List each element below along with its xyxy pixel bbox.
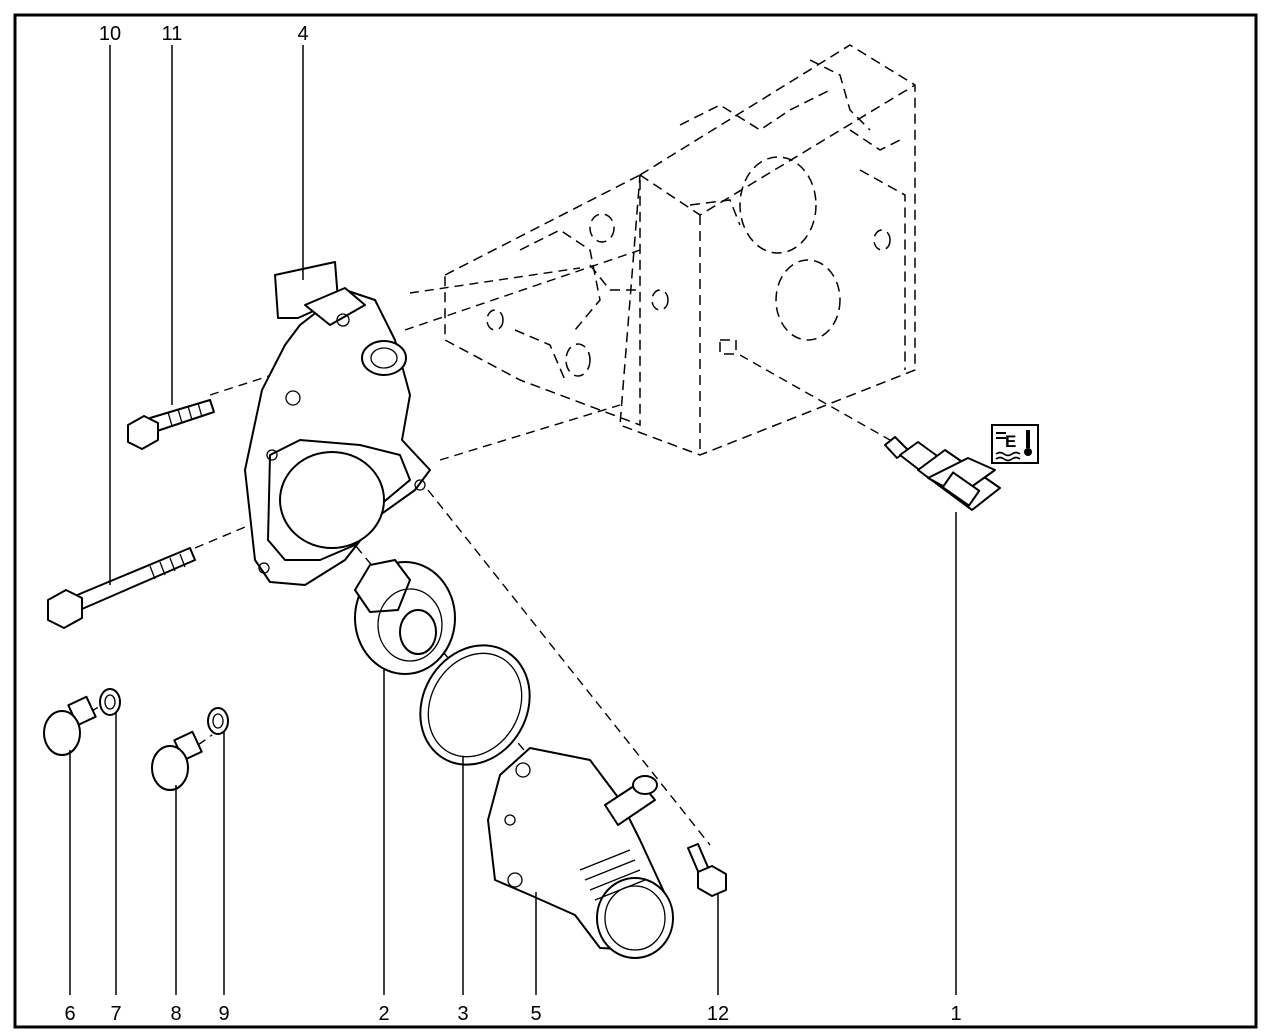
part-5-water-outlet [487, 747, 674, 959]
callout-12: 12 [707, 1003, 729, 1025]
part-3-seal [419, 644, 531, 766]
part-9-washer [207, 707, 229, 735]
callouts-top: 10 11 4 [99, 23, 309, 45]
callout-4: 4 [297, 23, 308, 45]
part-10-bolt [47, 547, 196, 629]
part-6-plug [43, 695, 97, 756]
part-7-washer [99, 688, 121, 716]
part-2-thermostat [354, 559, 456, 675]
part-8-plug [151, 730, 203, 791]
diagram-frame [13, 13, 1258, 1029]
coolant-temperature-icon: E [991, 424, 1039, 464]
callout-11: 11 [162, 23, 183, 45]
callout-3: 3 [457, 1003, 468, 1025]
part-1-temperature-sensor [884, 436, 1001, 511]
callouts-bottom: 6 7 8 9 2 3 5 12 1 [64, 1003, 961, 1025]
leader-lines [69, 45, 957, 995]
callout-5: 5 [530, 1003, 541, 1025]
part-11-bolt [127, 399, 215, 450]
coolant-icon-letter: E [1005, 432, 1016, 451]
part-4-thermostat-housing [244, 261, 431, 586]
callout-9: 9 [218, 1003, 229, 1025]
callout-6: 6 [64, 1003, 75, 1025]
callout-7: 7 [110, 1003, 121, 1025]
callout-10: 10 [99, 23, 121, 45]
part-12-screw [687, 843, 727, 897]
engine-block-outline [444, 44, 916, 456]
callout-8: 8 [170, 1003, 181, 1025]
callout-1: 1 [950, 1003, 961, 1025]
callout-2: 2 [378, 1003, 389, 1025]
